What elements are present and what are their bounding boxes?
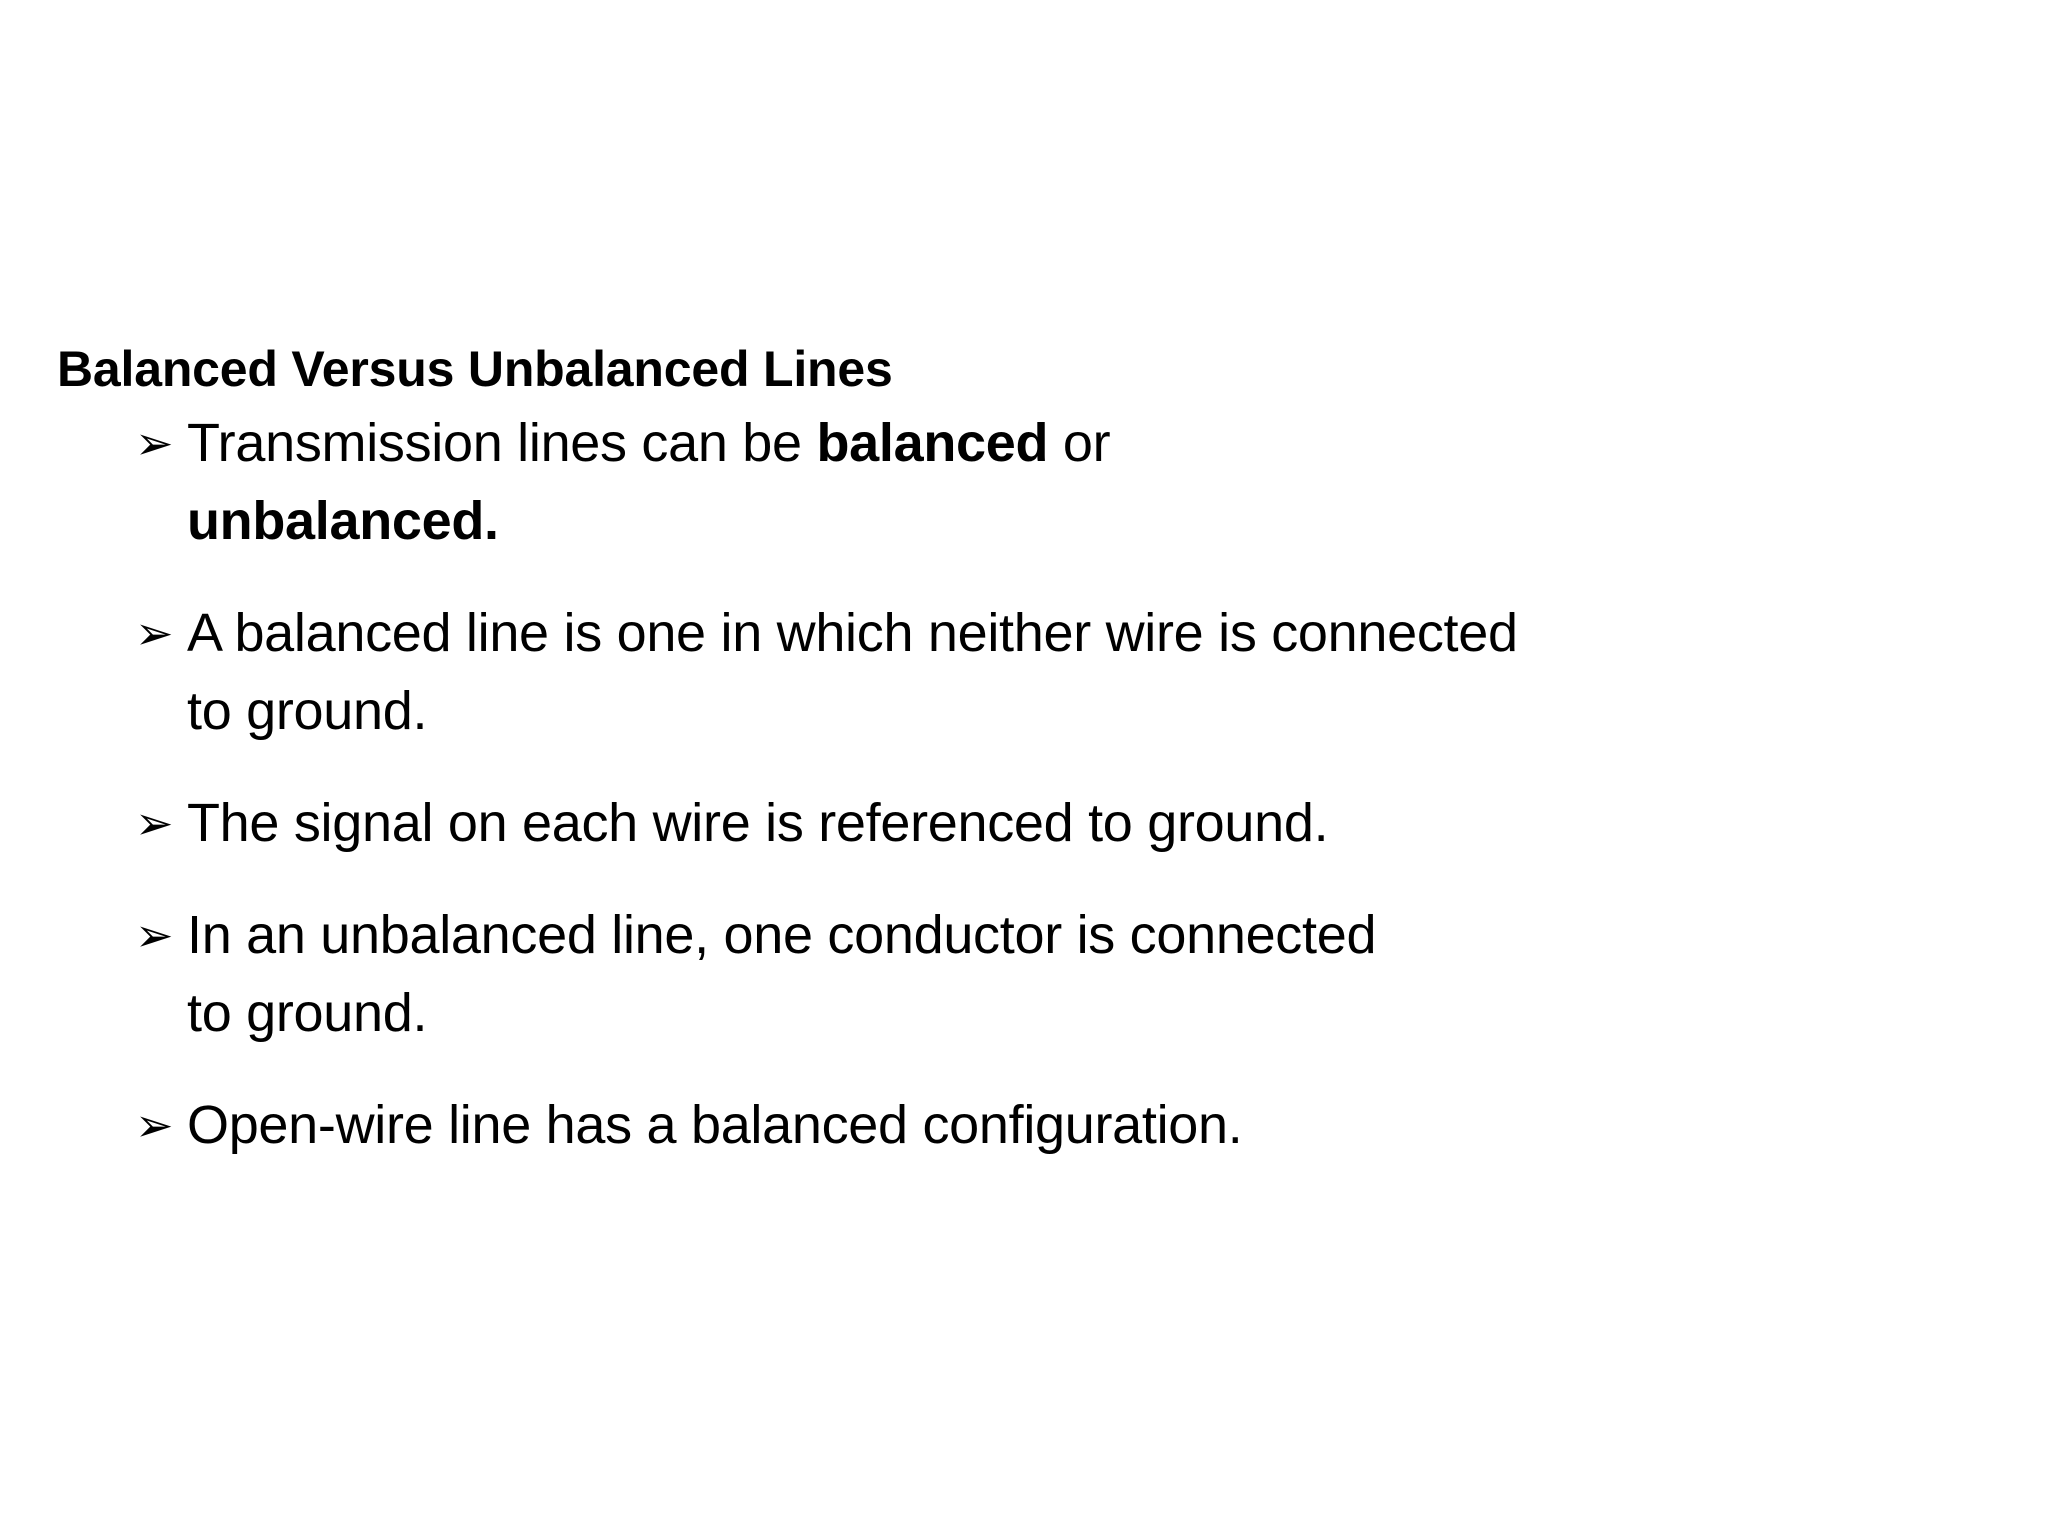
list-item: ➢ Open-wire line has a balanced configur… [135, 1086, 1975, 1164]
arrowhead-bullet-icon: ➢ [135, 908, 174, 962]
bullet-list: ➢ Transmission lines can be balanced or … [135, 404, 1975, 1164]
list-item: ➢ In an unbalanced line, one conductor i… [135, 896, 1975, 1052]
list-item-text: Transmission lines can be balanced or un… [187, 413, 1111, 551]
slide-title: Balanced Versus Unbalanced Lines [57, 340, 893, 397]
list-item-text: In an unbalanced line, one conductor is … [187, 905, 1377, 1043]
list-item-text: The signal on each wire is referenced to… [187, 793, 1329, 853]
arrowhead-bullet-icon: ➢ [135, 796, 174, 850]
list-item: ➢ A balanced line is one in which neithe… [135, 594, 1975, 750]
list-item-text: A balanced line is one in which neither … [187, 603, 1518, 741]
list-item: ➢ The signal on each wire is referenced … [135, 784, 1975, 862]
arrowhead-bullet-icon: ➢ [135, 606, 174, 660]
arrowhead-bullet-icon: ➢ [135, 1098, 174, 1152]
list-item: ➢ Transmission lines can be balanced or … [135, 404, 1975, 560]
list-item-text: Open-wire line has a balanced configurat… [187, 1095, 1243, 1155]
arrowhead-bullet-icon: ➢ [135, 416, 174, 470]
